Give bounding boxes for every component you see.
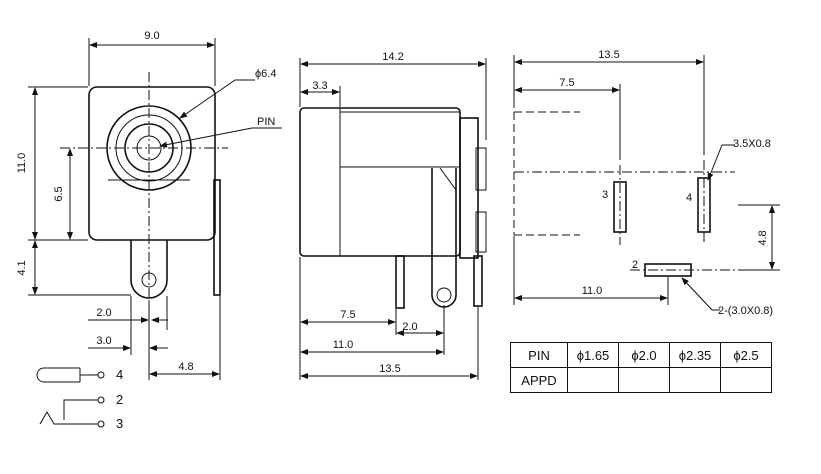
- table-cell: ϕ2.5: [720, 342, 772, 368]
- side-barrel: [339, 111, 461, 168]
- table-cell: ϕ2.35: [669, 342, 721, 368]
- slot-4: [697, 177, 711, 233]
- table-cell: [567, 367, 619, 393]
- schematic-contact-3: [39, 411, 98, 425]
- side-pin-left: [395, 255, 405, 309]
- pcb-dim-4-8-label: 4.8: [757, 230, 769, 245]
- side-body-outline: [299, 107, 461, 257]
- pin-size-table: PIN ϕ1.65 ϕ2.0 ϕ2.35 ϕ2.5 APPD: [510, 342, 772, 393]
- schematic-label-2: 2: [116, 392, 123, 407]
- front-view: 9.0 ϕ6.4 PIN 11.0 6.5 4.1 2.0 3.0 4.8: [16, 30, 282, 380]
- side-pin-mid: [431, 168, 457, 308]
- side-rear-plate: [459, 117, 479, 259]
- side-pin-right: [473, 255, 483, 307]
- table-row: APPD: [510, 367, 772, 393]
- side-dim-2-0-label: 2.0: [402, 321, 417, 333]
- side-pin: [213, 179, 221, 296]
- schematic-symbol: 4 2 3: [36, 367, 123, 431]
- dim-diameter-label: ϕ6.4: [255, 68, 276, 80]
- pin-label: PIN: [257, 116, 275, 128]
- pcb-layout: 3 4 2 13.5 7.5 3.5X0.8 4.8 11.0 2-(3.0X0…: [513, 49, 780, 317]
- schematic-contact-2: [63, 399, 98, 420]
- side-view: 14.2 3.3 7.5 2.0 11.0 13.5: [299, 51, 487, 380]
- pcb-label-4: 4: [686, 192, 692, 204]
- dim-3-0-label: 3.0: [96, 335, 111, 347]
- side-dim-13-5-label: 13.5: [379, 363, 400, 375]
- table-cell: [720, 367, 772, 393]
- dim-height-label: 11.0: [16, 153, 28, 174]
- side-dim-length-label: 14.2: [382, 51, 403, 63]
- table-cell: ϕ1.65: [567, 342, 619, 368]
- pcb-label-2: 2: [632, 259, 638, 271]
- slot-3: [613, 181, 627, 233]
- dim-4-8-label: 4.8: [178, 361, 193, 373]
- table-cell: APPD: [510, 367, 568, 393]
- table-cell: PIN: [510, 342, 568, 368]
- table-cell: [669, 367, 721, 393]
- pcb-dim-11-0-label: 11.0: [582, 285, 603, 297]
- side-dim-11-0-label: 11.0: [333, 339, 354, 351]
- dim-2-0-label: 2.0: [96, 307, 111, 319]
- schematic-label-3: 3: [116, 416, 123, 431]
- bottom-pin: [130, 240, 168, 299]
- schematic-label-4: 4: [116, 367, 123, 382]
- side-dim-7-5-label: 7.5: [340, 309, 355, 321]
- table-cell: [618, 367, 670, 393]
- pcb-label-3: 3: [602, 189, 608, 201]
- pcb-dim-13-5-label: 13.5: [598, 49, 619, 61]
- table-row: PIN ϕ1.65 ϕ2.0 ϕ2.35 ϕ2.5: [510, 342, 772, 368]
- pcb-dim-7-5-label: 7.5: [559, 77, 574, 89]
- table-cell: ϕ2.0: [618, 342, 670, 368]
- dim-lower-label: 4.1: [16, 260, 28, 275]
- jack-body-outline: [88, 86, 216, 241]
- pcb-slot-dim-label: 3.5X0.8: [733, 138, 771, 150]
- side-dim-front-label: 3.3: [312, 80, 327, 92]
- bottom-pin-hole: [141, 272, 157, 288]
- plug-symbol: [36, 367, 80, 383]
- pcb-slot2-dim-label: 2-(3.0X0.8): [718, 305, 773, 317]
- dim-center-height-label: 6.5: [53, 186, 65, 201]
- dim-width-label: 9.0: [144, 30, 159, 42]
